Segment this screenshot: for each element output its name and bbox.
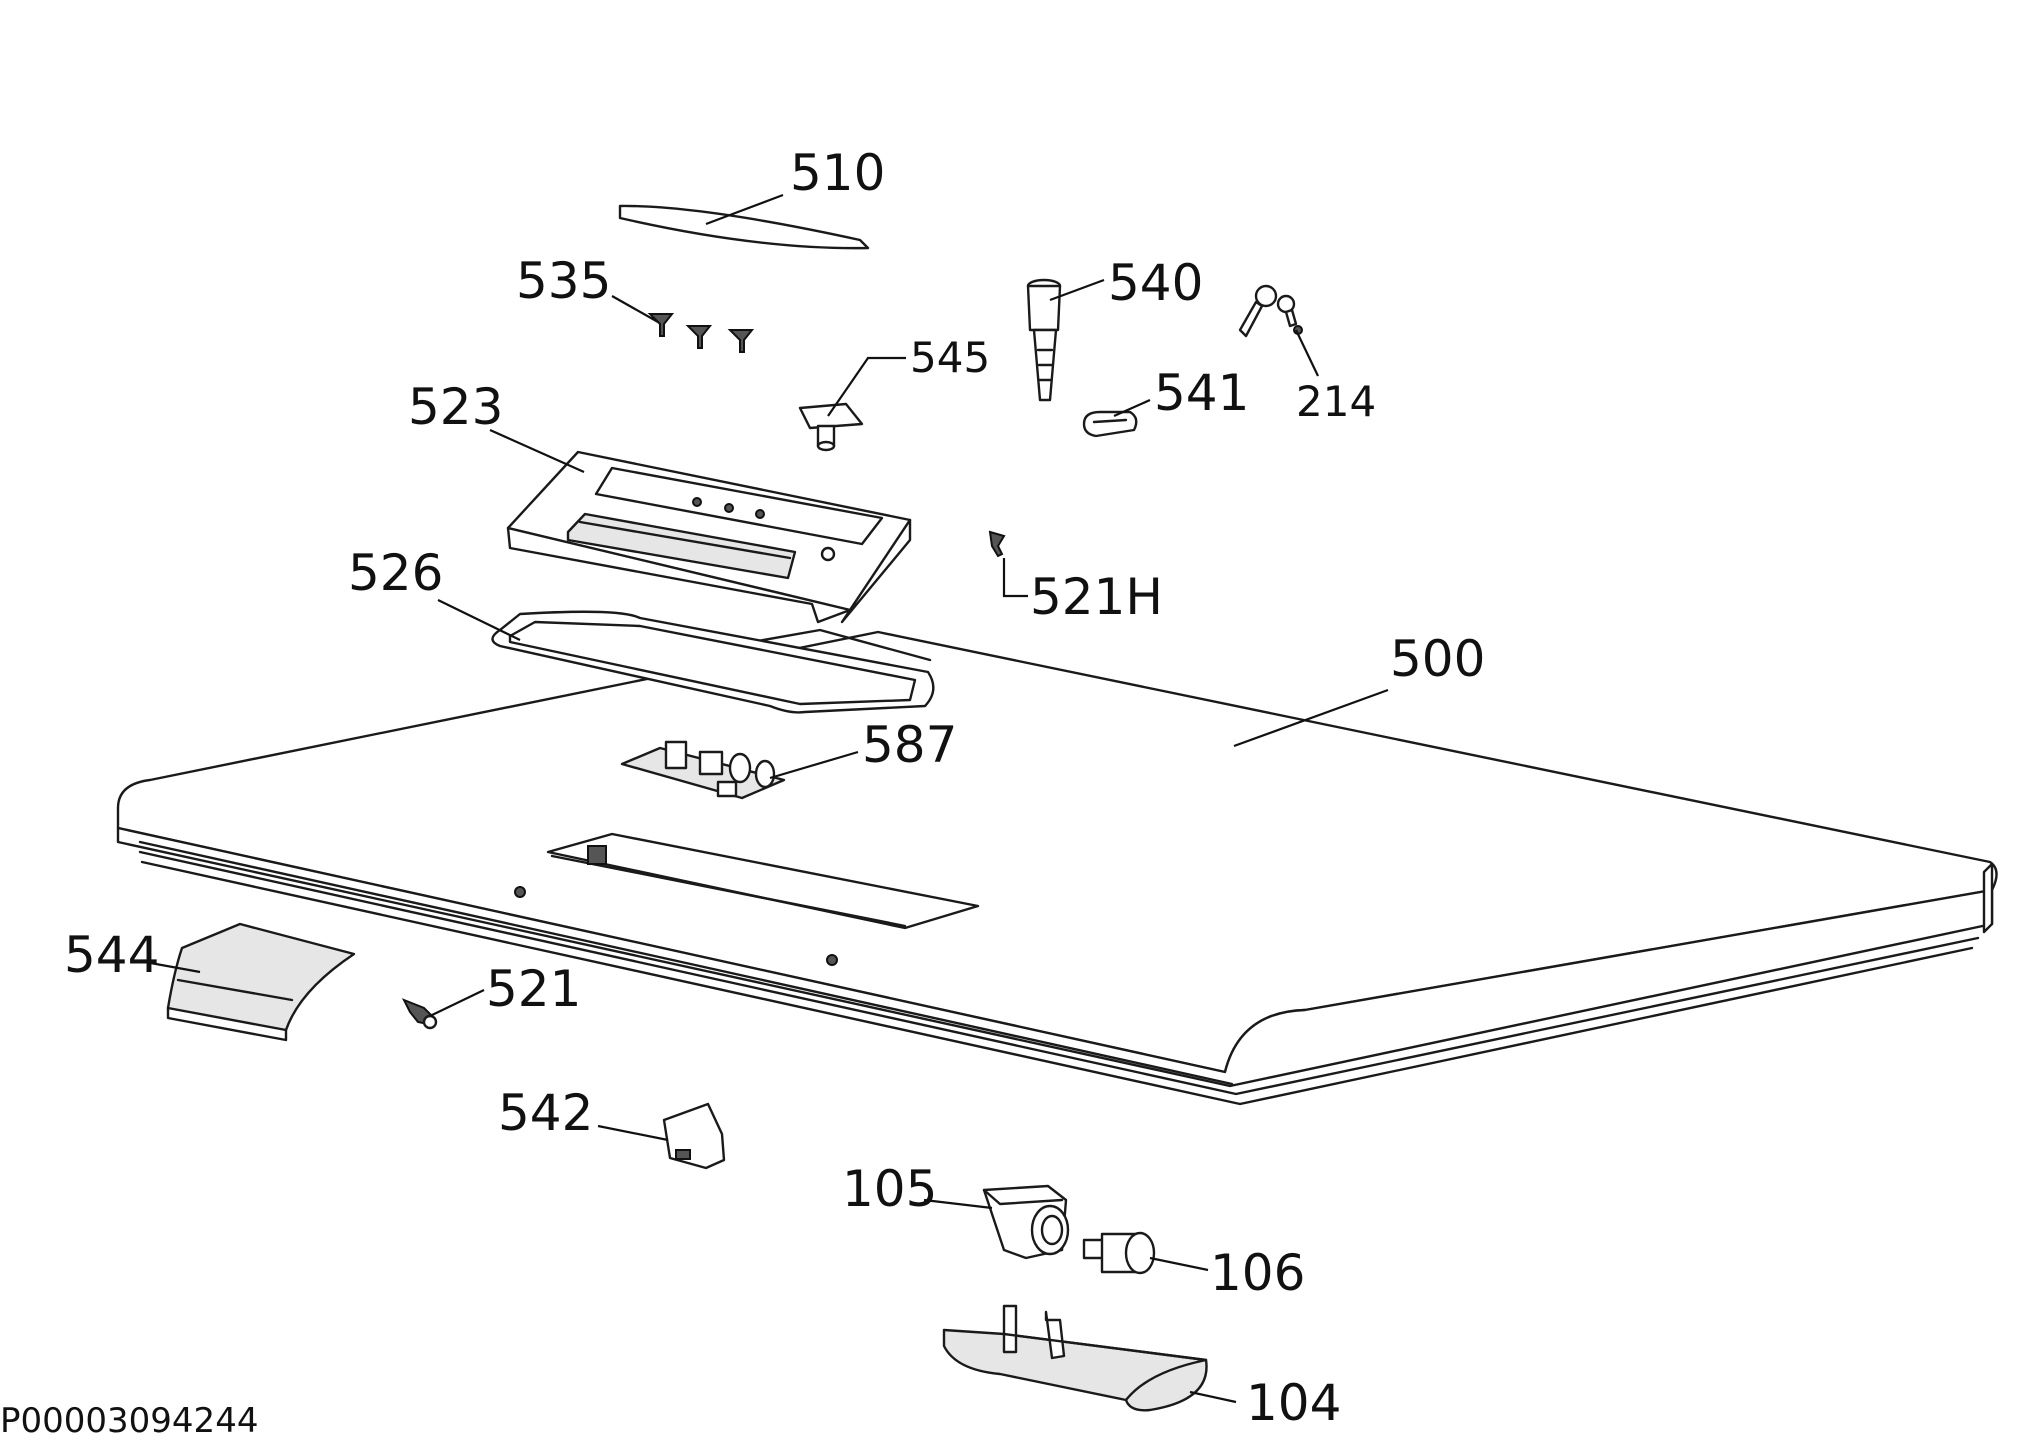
part-105-hinge (982, 1184, 1070, 1260)
label-106: 106 (1210, 1244, 1305, 1302)
part-535-screws (647, 313, 755, 353)
part-214-keys (1238, 284, 1303, 338)
label-521H: 521H (1030, 568, 1163, 626)
label-545: 545 (910, 333, 990, 382)
label-587: 587 (862, 716, 957, 774)
leader-lines (144, 193, 1389, 1404)
part-540-lock-cylinder (1026, 278, 1062, 402)
part-523-control-panel (506, 450, 912, 624)
label-500: 500 (1390, 630, 1485, 688)
part-587-control-board (620, 740, 786, 800)
part-106-bushing (1082, 1231, 1156, 1275)
reference-code: P00003094244 (0, 1401, 258, 1438)
label-521: 521 (486, 960, 581, 1018)
label-510: 510 (790, 144, 885, 202)
part-510-label-strip (618, 204, 870, 250)
label-542: 542 (498, 1084, 593, 1142)
label-523: 523 (408, 378, 503, 436)
part-521H-screw (988, 530, 1006, 558)
label-544: 544 (64, 926, 159, 984)
label-541: 541 (1154, 364, 1249, 422)
label-526: 526 (348, 544, 443, 602)
part-521-screw (401, 998, 438, 1030)
part-labels: 510 535 540 545 214 541 523 521H 526 500… (64, 144, 1485, 1432)
part-104-end-cap (942, 1304, 1208, 1412)
part-544-cover-tab (166, 922, 356, 1042)
label-214: 214 (1296, 377, 1376, 426)
part-541-clip (1082, 410, 1138, 438)
part-526-gasket (491, 610, 935, 714)
part-542-bracket (662, 1102, 726, 1170)
label-535: 535 (516, 252, 611, 310)
part-500-cover-panel (116, 628, 1998, 1106)
label-104: 104 (1246, 1374, 1341, 1432)
part-545-bracket (798, 402, 864, 452)
label-540: 540 (1108, 254, 1203, 312)
label-105: 105 (842, 1160, 937, 1218)
